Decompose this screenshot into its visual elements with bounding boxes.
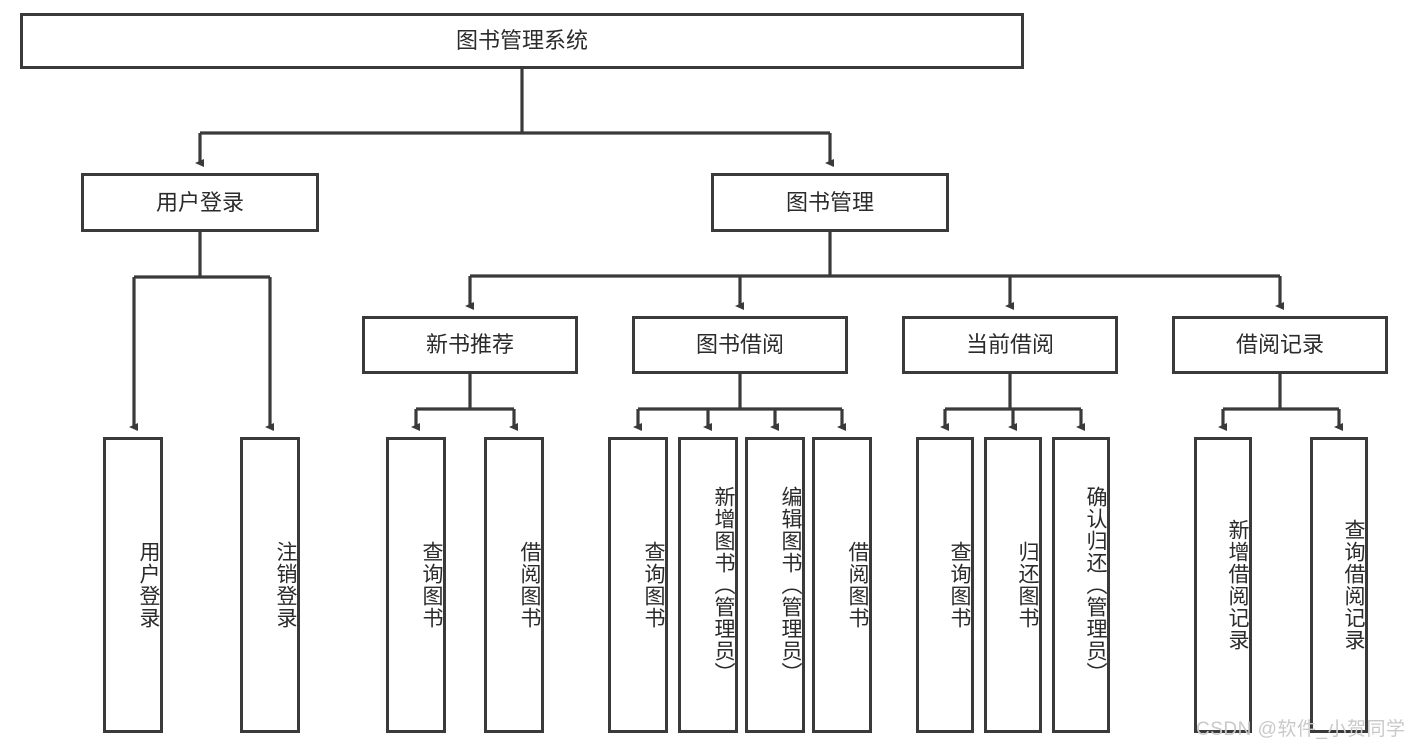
node-new-book-recommend[interactable]: 新书推荐: [362, 316, 578, 374]
leaf-borrow-book-label: 借阅图书: [846, 541, 869, 629]
leaf-query-book-current-label: 查询图书: [948, 541, 971, 629]
node-current-borrow-label: 当前借阅: [965, 332, 1054, 358]
leaf-query-book-borrow[interactable]: 查询图书: [608, 437, 668, 733]
node-current-borrow[interactable]: 当前借阅: [902, 316, 1118, 374]
leaf-query-book-current[interactable]: 查询图书: [916, 437, 974, 733]
node-new-book-recommend-label: 新书推荐: [425, 332, 514, 358]
node-user-login-label: 用户登录: [155, 189, 244, 215]
leaf-return-book[interactable]: 归还图书: [984, 437, 1042, 733]
leaf-borrow-book-recommend[interactable]: 借阅图书: [484, 437, 544, 733]
leaf-edit-book-admin[interactable]: 编辑图书（管理员）: [745, 437, 805, 733]
leaf-add-book-admin[interactable]: 新增图书（管理员）: [678, 437, 738, 733]
node-root-label: 图书管理系统: [455, 28, 588, 54]
node-book-borrow-label: 图书借阅: [695, 332, 784, 358]
leaf-borrow-book-recommend-label: 借阅图书: [518, 541, 541, 629]
leaf-user-login[interactable]: 用户登录: [103, 437, 163, 733]
leaf-add-borrow-record-label: 新增借阅记录: [1226, 519, 1249, 651]
leaf-add-borrow-record[interactable]: 新增借阅记录: [1194, 437, 1252, 733]
watermark-text: CSDN @软件_小贺同学: [1196, 719, 1405, 740]
leaf-return-book-label: 归还图书: [1016, 541, 1039, 629]
leaf-user-login-label: 用户登录: [137, 541, 160, 629]
leaf-confirm-return-admin-label: 确认归还（管理员）: [1084, 486, 1107, 684]
leaf-query-book-recommend-label: 查询图书: [420, 541, 443, 629]
node-book-management[interactable]: 图书管理: [711, 173, 949, 232]
node-user-login[interactable]: 用户登录: [81, 173, 319, 232]
leaf-logout-label: 注销登录: [274, 541, 297, 629]
leaf-borrow-book[interactable]: 借阅图书: [812, 437, 872, 733]
leaf-query-book-recommend[interactable]: 查询图书: [386, 437, 446, 733]
node-book-management-label: 图书管理: [785, 189, 874, 215]
leaf-query-borrow-record[interactable]: 查询借阅记录: [1310, 437, 1368, 733]
node-book-borrow[interactable]: 图书借阅: [632, 316, 848, 374]
node-borrow-record-label: 借阅记录: [1235, 332, 1324, 358]
leaf-query-borrow-record-label: 查询借阅记录: [1342, 519, 1365, 651]
node-borrow-record[interactable]: 借阅记录: [1172, 316, 1388, 374]
leaf-add-book-admin-label: 新增图书（管理员）: [712, 486, 735, 684]
leaf-confirm-return-admin[interactable]: 确认归还（管理员）: [1052, 437, 1110, 733]
leaf-edit-book-admin-label: 编辑图书（管理员）: [779, 486, 802, 684]
leaf-logout[interactable]: 注销登录: [240, 437, 300, 733]
node-root[interactable]: 图书管理系统: [20, 13, 1024, 69]
leaf-query-book-borrow-label: 查询图书: [642, 541, 665, 629]
